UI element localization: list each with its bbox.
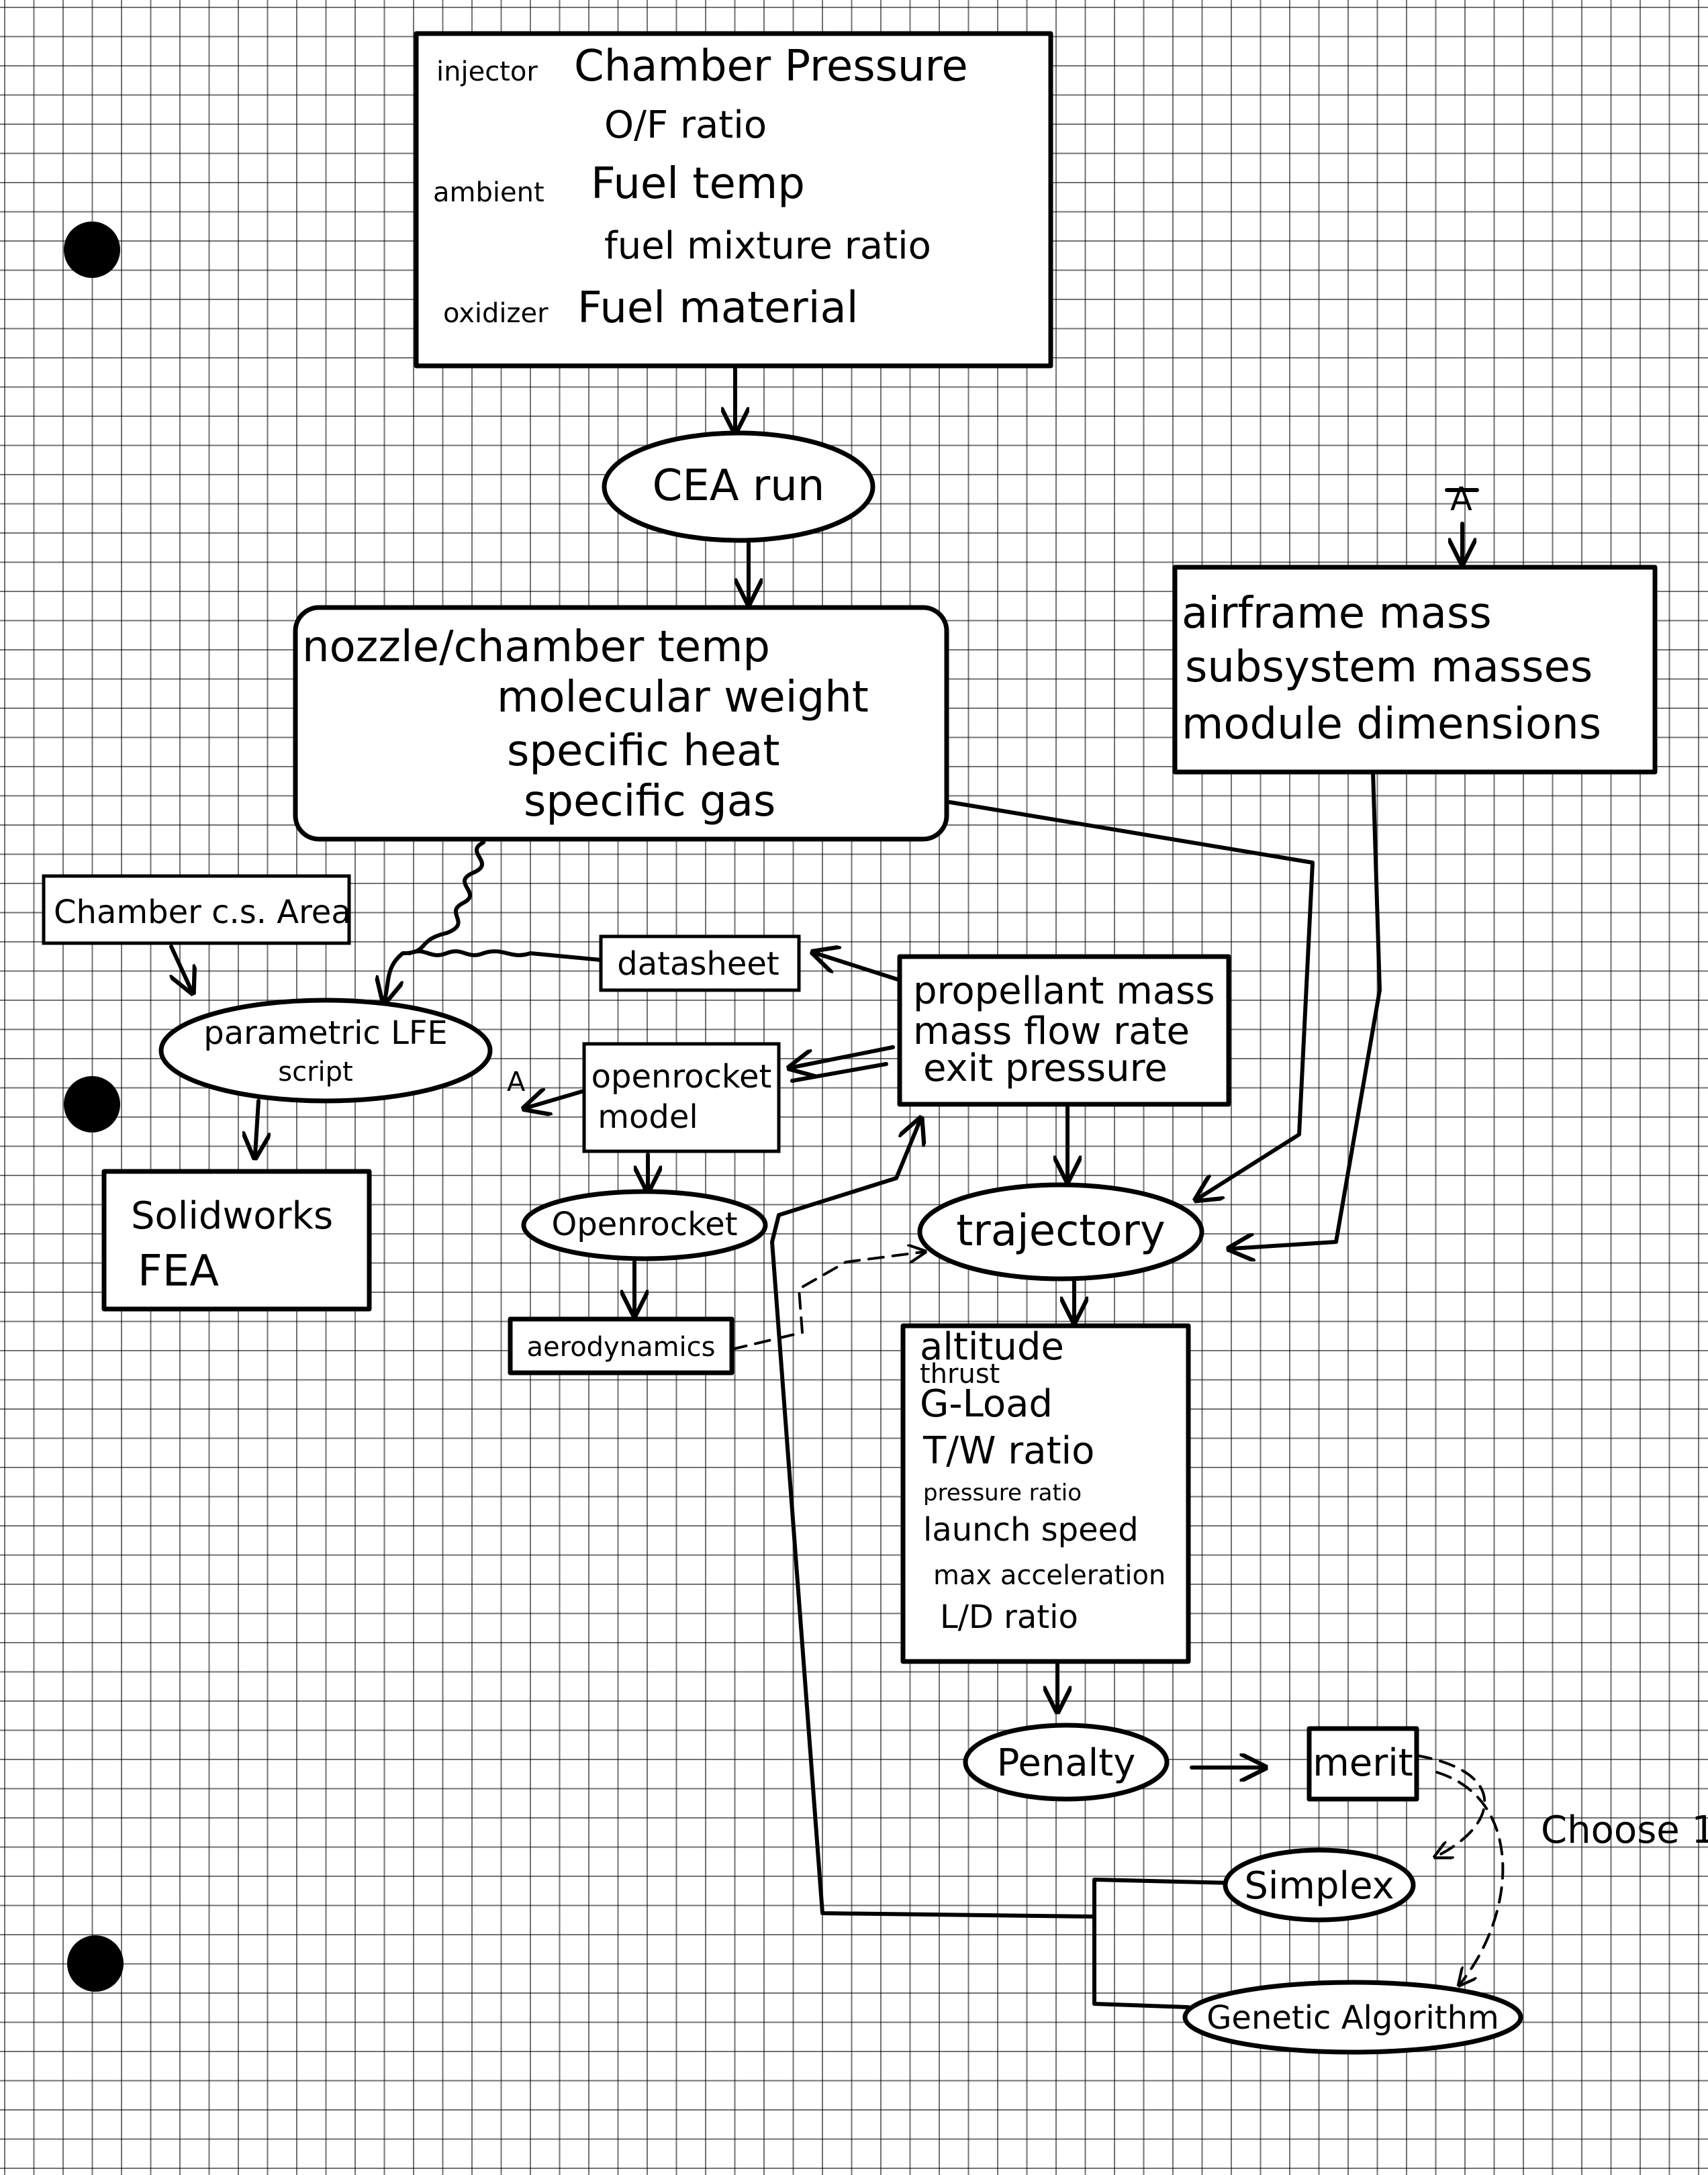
arrow-propellant-to-datasheet: [816, 953, 902, 982]
openrocket-model-mark: A: [507, 1067, 526, 1098]
output-ld-ratio: L/D ratio: [940, 1598, 1078, 1636]
feedback-loop-to-propellant: [770, 1121, 1096, 1919]
parametric-script-node: [158, 998, 493, 1104]
choose-one-note: Choose 1: [1541, 1808, 1708, 1852]
inputs-label-injector: injector: [436, 56, 538, 87]
datasheet-link: [408, 949, 603, 962]
vehicle-box: [1172, 565, 1658, 775]
arrow-vehicle-to-trajectory: [1232, 770, 1382, 1249]
optimizer-bracket: [1092, 1878, 1234, 2009]
merit-box: [1307, 1726, 1419, 1802]
aerodynamics-box: [508, 1316, 734, 1375]
inputs-fuel-mixture-ratio: fuel mixture ratio: [604, 224, 931, 268]
simplex-label: Simplex: [1244, 1864, 1394, 1908]
solidworks-box: [101, 1169, 372, 1312]
output-pressure-ratio: pressure ratio: [923, 1480, 1082, 1506]
openrocket-model-line2: model: [598, 1098, 698, 1136]
output-g-load: G-Load: [920, 1382, 1053, 1426]
inputs-box: [414, 31, 1053, 369]
inputs-fuel-material: Fuel material: [577, 283, 859, 333]
output-tw-ratio: T/W ratio: [922, 1429, 1094, 1473]
cea-run-node: [602, 430, 875, 543]
datasheet-label: datasheet: [617, 945, 779, 983]
inputs-label-ambient: ambient: [433, 177, 544, 208]
inputs-fuel-temp: Fuel temp: [591, 159, 805, 209]
output-altitude: altitude: [920, 1325, 1064, 1369]
cea-output-chamber-temp: nozzle/chamber temp: [302, 622, 770, 672]
fea-label: FEA: [138, 1247, 219, 1296]
dashed-merit-to-ga: [1435, 1771, 1505, 1984]
vehicle-subsystem-masses: subsystem masses: [1185, 642, 1593, 692]
exit-pressure-label: exit pressure: [923, 1047, 1168, 1090]
solidworks-label: Solidworks: [131, 1194, 333, 1238]
propellant-box: [897, 954, 1231, 1107]
binder-hole-middle: [64, 1076, 120, 1132]
cea-output-specific-gas: specific gas: [524, 777, 775, 826]
merit-label: merit: [1313, 1741, 1413, 1785]
dashed-merit-to-simplex: [1415, 1754, 1486, 1856]
aerodynamics-label: aerodynamics: [527, 1332, 716, 1363]
inputs-label-oxidizer: oxidizer: [443, 298, 549, 329]
dashed-aero-to-trajectory: [730, 1252, 923, 1351]
parametric-script-line1: parametric LFE: [203, 1014, 448, 1052]
chamber-area-box: [42, 874, 351, 945]
penalty-node: [963, 1723, 1170, 1802]
penalty-label: Penalty: [997, 1741, 1136, 1785]
cea-output-molecular-weight: molecular weight: [497, 673, 869, 722]
parametric-script-line2: script: [278, 1057, 352, 1088]
inputs-of-ratio: O/F ratio: [604, 103, 767, 147]
mass-flow-rate-label: mass flow rate: [913, 1010, 1190, 1053]
trajectory-outputs-box: [900, 1323, 1191, 1664]
openrocket-model-box: [582, 1042, 781, 1153]
cea-run-label: CEA run: [653, 461, 825, 511]
openrocket-model-line1: openrocket: [591, 1058, 772, 1096]
wavy-link-outputs-to-script: [385, 840, 485, 1000]
output-thrust: thrust: [920, 1359, 1000, 1390]
arrow-model-to-a: [527, 1091, 586, 1108]
output-launch-speed: launch speed: [923, 1511, 1139, 1549]
trajectory-node: [917, 1182, 1204, 1282]
binder-hole-bottom: [67, 1935, 124, 1992]
propellant-mass-label: propellant mass: [913, 969, 1215, 1013]
trajectory-label: trajectory: [956, 1206, 1165, 1256]
openrocket-label: Openrocket: [551, 1206, 737, 1243]
genetic-algorithm-label: Genetic Algorithm: [1206, 1999, 1499, 2037]
link-openrocket-model-propellant: [790, 1062, 888, 1083]
arrow-area-to-script: [171, 945, 191, 990]
arrow-script-to-solidworks: [255, 1099, 258, 1155]
vehicle-airframe-mass: airframe mass: [1182, 589, 1492, 638]
output-max-acceleration: max acceleration: [933, 1560, 1166, 1591]
openrocket-node: [521, 1189, 768, 1261]
cea-output-specific-heat: specific heat: [507, 726, 779, 776]
chamber-area-label: Chamber c.s. Area: [54, 893, 351, 931]
datasheet-box: [599, 934, 801, 992]
cea-outputs-box: [293, 605, 949, 842]
genetic-algorithm-node: [1182, 1980, 1523, 2055]
inputs-chamber-pressure: Chamber Pressure: [574, 42, 968, 91]
arrow-propellant-to-openrocket-model: [792, 1045, 895, 1067]
vehicle-top-mark: A: [1450, 481, 1472, 518]
arrow-cea-outputs-to-trajectory: [948, 800, 1315, 1198]
vehicle-module-dimensions: module dimensions: [1182, 699, 1601, 749]
simplex-node: [1223, 1847, 1416, 1923]
binder-hole-top: [64, 222, 120, 278]
